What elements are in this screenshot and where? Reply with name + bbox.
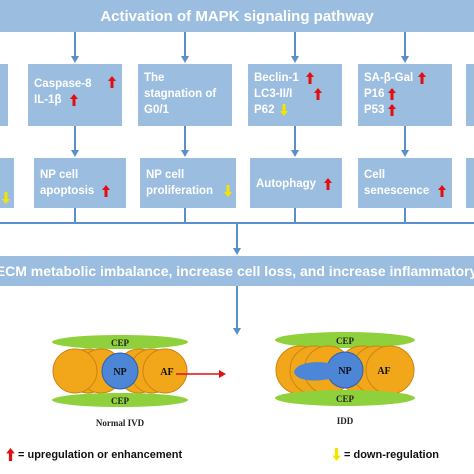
- arrow-head: [233, 328, 241, 335]
- arrow-head: [291, 56, 299, 63]
- marker-text: Caspase-8: [34, 78, 92, 90]
- connector: [294, 208, 296, 222]
- outcome-text: Autophagy: [256, 178, 317, 190]
- outcome-text: NP cell: [40, 169, 79, 181]
- connector: [74, 32, 76, 56]
- up-arrow-icon: [108, 76, 116, 88]
- up-arrow-icon: [324, 178, 332, 190]
- outcome-box-senescence: Cell senescence: [358, 158, 452, 208]
- np-herniation: [294, 362, 334, 381]
- np-core: [101, 352, 139, 390]
- connector: [404, 32, 406, 56]
- connector: [74, 126, 76, 150]
- up-arrow-icon: [438, 185, 446, 197]
- connector: [184, 32, 186, 56]
- marker-text: SA-β-Gal: [364, 72, 414, 84]
- marker-box-beclin: Beclin-1 LC3-II/I P62: [248, 64, 342, 126]
- marker-box-sagal: SA-β-Gal P16 P53: [358, 64, 452, 126]
- idd-af-label: AF: [377, 366, 390, 377]
- ecm-outcome-bar: ate ECM metabolic imbalance, increase ce…: [0, 256, 474, 286]
- connector: [294, 32, 296, 56]
- arrow-head: [233, 248, 241, 255]
- up-arrow-icon: [388, 104, 396, 116]
- idd-caption: IDD: [337, 416, 354, 426]
- up-arrow-icon: [70, 94, 78, 106]
- outcome-box-autophagy: Autophagy: [250, 158, 342, 208]
- legend-downregulation: = down-regulation: [344, 449, 440, 461]
- edge-box-right-outcome: [466, 158, 474, 208]
- connector: [236, 286, 238, 330]
- outcome-box-apoptosis: NP cell apoptosis: [34, 158, 126, 208]
- idd-cep-bottom-label: CEP: [336, 394, 355, 404]
- down-arrow-icon: [224, 185, 232, 197]
- up-arrow-icon: [306, 72, 314, 84]
- marker-text: IL-1β: [34, 94, 62, 106]
- connector: [184, 208, 186, 222]
- marker-text: LC3-II/I: [254, 88, 293, 100]
- marker-box-caspase: Caspase-8 IL-1β: [28, 64, 122, 126]
- edge-box-right: [466, 64, 474, 126]
- cep-top-shape: [275, 332, 415, 348]
- normal-ivd-disc: [52, 335, 188, 407]
- marker-text: P53: [364, 104, 385, 116]
- connector: [404, 208, 406, 222]
- connector: [294, 126, 296, 150]
- progression-arrow-head: [219, 370, 226, 378]
- down-arrow-icon: [2, 192, 10, 204]
- cep-bottom-shape: [275, 390, 415, 406]
- normal-cep-bottom-label: CEP: [111, 396, 130, 406]
- up-arrow-icon: [102, 185, 110, 197]
- marker-text: The: [144, 72, 165, 84]
- up-arrow-icon: [418, 72, 426, 84]
- ecm-outcome-text: ate ECM metabolic imbalance, increase ce…: [0, 263, 474, 279]
- normal-np-label: NP: [113, 367, 126, 378]
- connector: [404, 126, 406, 150]
- arrow-head: [401, 56, 409, 63]
- connector: [236, 222, 238, 248]
- outcome-text: proliferation: [146, 185, 214, 197]
- normal-af-label: AF: [160, 367, 173, 378]
- legend-upregulation: = upregulation or enhancement: [18, 449, 183, 461]
- legend-down-arrow-icon: [332, 448, 341, 461]
- arrow-head: [401, 150, 409, 157]
- connector: [74, 208, 76, 222]
- cep-bottom-shape: [52, 393, 188, 407]
- pathway-title: Activation of MAPK signaling pathway: [100, 7, 374, 25]
- marker-text: P16: [364, 88, 385, 100]
- normal-ivd-caption: Normal IVD: [96, 418, 145, 428]
- af-lamella: [52, 348, 98, 394]
- outcome-text: senescence: [364, 185, 430, 197]
- up-arrow-icon: [314, 88, 322, 100]
- outcome-box-proliferation: NP cell proliferation: [140, 158, 236, 208]
- marker-text: Beclin-1: [254, 72, 299, 84]
- arrow-head: [181, 56, 189, 63]
- edge-box-left: [0, 64, 8, 126]
- outcome-text: NP cell: [146, 169, 185, 181]
- marker-text: P62: [254, 104, 275, 116]
- arrow-head: [71, 56, 79, 63]
- marker-text: stagnation of: [144, 88, 217, 100]
- down-arrow-icon: [280, 104, 288, 116]
- marker-box-g01: The stagnation of G0/1: [138, 64, 232, 126]
- idd-disc: [275, 332, 415, 406]
- arrow-head: [291, 150, 299, 157]
- arrow-head: [181, 150, 189, 157]
- marker-text: G0/1: [144, 104, 169, 116]
- idd-cep-top-label: CEP: [336, 336, 355, 346]
- idd-np-label: NP: [338, 366, 351, 377]
- connector: [184, 126, 186, 150]
- arrow-head: [71, 150, 79, 157]
- ivd-diagram: CEP NP AF CEP Normal IVD CEP NP AF CEP I…: [52, 332, 415, 428]
- pathway-title-bar: Activation of MAPK signaling pathway: [0, 0, 474, 32]
- outcome-text: Cell: [364, 169, 386, 181]
- edge-box-left-outcome: [0, 158, 14, 208]
- outcome-text: apoptosis: [40, 185, 95, 197]
- legend-up-arrow-icon: [6, 448, 15, 461]
- normal-cep-top-label: CEP: [111, 338, 130, 348]
- cep-top-shape: [52, 335, 188, 349]
- up-arrow-icon: [388, 88, 396, 100]
- af-lamella: [142, 348, 188, 394]
